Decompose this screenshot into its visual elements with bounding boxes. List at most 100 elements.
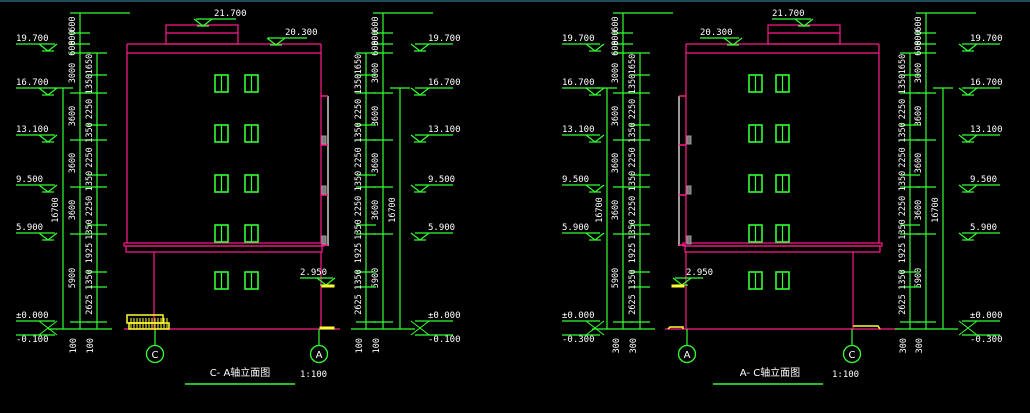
level-label: 9.500 (970, 175, 997, 185)
dim-text-detail: 1350 (85, 219, 95, 239)
dim-text-detail: 1650 (898, 54, 908, 74)
level-triangle-icon (410, 134, 430, 143)
level-triangle-icon (958, 43, 978, 52)
dim-text-detail: 1350 (354, 74, 364, 94)
dim-text-floor: 3000 (371, 63, 381, 83)
rail-bracket-icon (321, 185, 327, 195)
level-label: 16.700 (16, 78, 49, 88)
axis-label: C (849, 350, 856, 361)
level-label: 13.100 (562, 125, 595, 135)
dim-text-detail: 1925 (354, 243, 364, 263)
dim-text-base: 100 (355, 338, 365, 353)
level-label-zero: ±0.000 (16, 311, 49, 321)
level-label: 16.700 (428, 78, 461, 88)
dim-text-detail: 2250 (898, 196, 908, 216)
level-triangle-icon (585, 184, 605, 193)
dim-text-floor: 3000 (611, 63, 621, 83)
axis-bubble-left[interactable]: A (677, 329, 697, 364)
axis-bubble-right[interactable]: A (309, 329, 329, 364)
window-floor3-2 (775, 174, 790, 193)
dimension-chain-left: 6008006003000360036003600590016501350225… (592, 12, 673, 353)
level-cross (585, 320, 605, 336)
dim-text-detail: 2625 (628, 294, 638, 314)
dim-text-detail: 1350 (628, 269, 638, 289)
view-scale: 1:100 (832, 370, 859, 380)
step-right (853, 325, 881, 330)
dimension-chain-left: 6008006003000360036003600590016501350225… (48, 12, 130, 353)
level-label: 5.900 (562, 223, 589, 233)
level-cross (410, 320, 430, 336)
dim-text-base: 300 (899, 338, 909, 353)
dim-text-detail: 1350 (85, 122, 95, 142)
level-label: 2.950 (300, 268, 327, 278)
window-floor1-2 (775, 74, 790, 93)
level-label: 13.100 (970, 125, 1003, 135)
window-floor1-1 (214, 74, 229, 93)
window-floor2-1 (748, 124, 763, 143)
dimension-chain-right: 6008006003000360036003600590016501350225… (895, 12, 976, 353)
level-triangle-icon (672, 277, 692, 286)
window-floor5-1 (214, 271, 229, 290)
dim-text-detail: 1350 (898, 171, 908, 191)
level-label: 13.100 (16, 125, 49, 135)
dim-text-detail: 2250 (628, 147, 638, 167)
dim-text-floor: 3600 (611, 200, 621, 220)
dim-text-base: 100 (86, 338, 96, 353)
ground-level-marker-left: ±0.000-0.300 (562, 311, 605, 345)
dim-text-detail: 1350 (628, 122, 638, 142)
dim-text-floor: 5900 (371, 268, 381, 288)
rail-bracket-icon (686, 185, 692, 195)
dim-text-floor: 600 (914, 16, 924, 31)
dim-text-detail: 2250 (354, 196, 364, 216)
dim-text-floor: 3600 (68, 106, 78, 126)
dim-text-floor: 5900 (611, 268, 621, 288)
floor-band-lower (125, 245, 323, 253)
view-scale: 1:100 (300, 370, 327, 380)
axis-circle (677, 344, 697, 364)
dim-text-detail: 2250 (85, 196, 95, 216)
level-triangle-icon (585, 43, 605, 52)
ground-level-marker-right: ±0.000-0.100 (410, 311, 461, 345)
entrance-steps (126, 314, 335, 330)
dim-text-detail: 1350 (628, 74, 638, 94)
dim-text-base: 100 (69, 338, 79, 353)
roof-parapet-upper (165, 24, 239, 45)
level-cross (38, 320, 58, 336)
dim-text-floor: 3600 (371, 153, 381, 173)
dim-text-floor: 3600 (611, 106, 621, 126)
dim-text-floor: 3600 (68, 200, 78, 220)
ground-level-marker-right: ±0.000-0.300 (958, 311, 1003, 345)
level-triangle-icon (316, 277, 336, 286)
level-triangle-icon (958, 134, 978, 143)
dim-text-detail: 1350 (628, 171, 638, 191)
dim-text-detail: 2250 (354, 99, 364, 119)
level-label-base: -0.100 (16, 335, 49, 345)
level-triangle-icon (585, 87, 605, 96)
dim-text-detail: 2250 (628, 99, 638, 119)
dim-text-detail: 1650 (85, 54, 95, 74)
dim-text-detail: 1350 (85, 74, 95, 94)
axis-bubble-right[interactable]: C (842, 329, 862, 364)
dim-text-detail: 1350 (354, 269, 364, 289)
level-label: 9.500 (428, 175, 455, 185)
dim-text-floor: 3600 (611, 153, 621, 173)
dim-text-floor: 600 (611, 16, 621, 31)
window-floor4-2 (775, 224, 790, 243)
dim-text-floor: 3600 (371, 200, 381, 220)
dim-text-detail: 1650 (628, 54, 638, 74)
dim-text-floor: 600 (611, 40, 621, 55)
dim-text-detail: 1350 (354, 219, 364, 239)
window-top-border (0, 0, 1030, 2)
dim-text-detail: 2250 (85, 99, 95, 119)
view-title: C- A轴立面图 (210, 366, 271, 379)
dim-text-total: 16700 (51, 197, 61, 223)
dim-text-detail: 1350 (85, 269, 95, 289)
level-label: 16.700 (970, 78, 1003, 88)
window-floor3-1 (214, 174, 229, 193)
level-label: 20.300 (700, 28, 733, 38)
level-label: 5.900 (970, 223, 997, 233)
axis-bubble-left[interactable]: C (145, 329, 165, 364)
canopy-level-marker: 2.950 (300, 268, 336, 288)
